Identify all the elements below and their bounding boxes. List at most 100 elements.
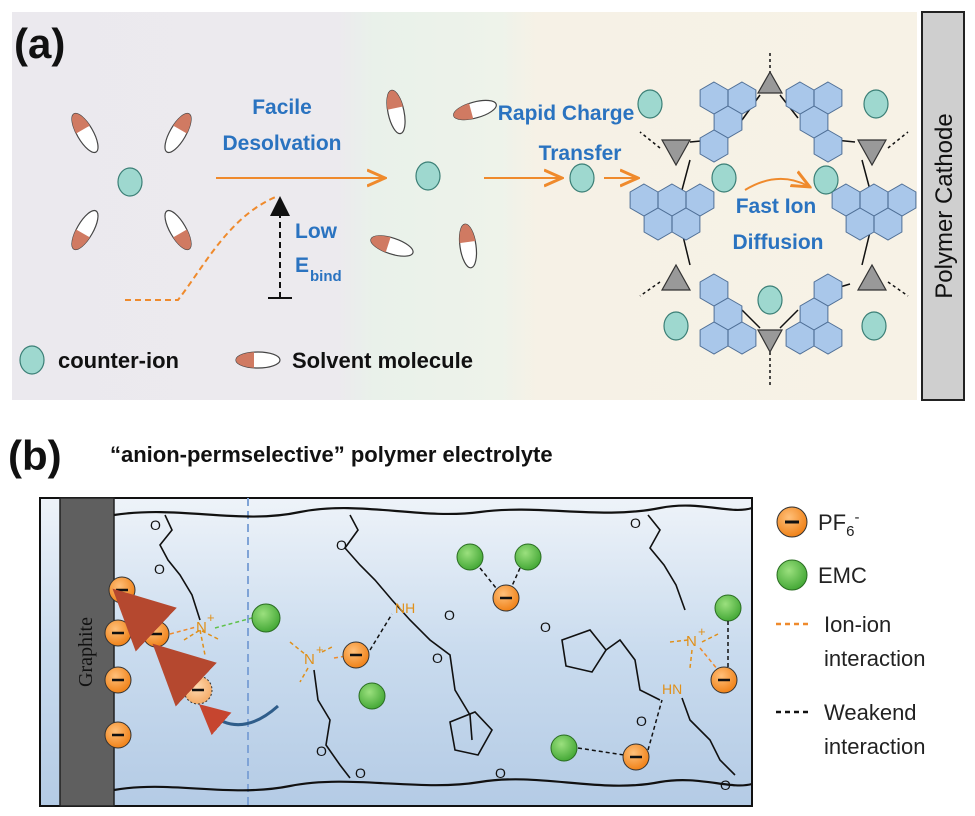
pf6-anion xyxy=(142,620,170,648)
graphite-electrode xyxy=(59,497,115,807)
oxygen-label: O xyxy=(316,743,327,759)
legend-weak-2: interaction xyxy=(824,734,926,759)
side-chain-urethane: O NH O O O xyxy=(336,514,506,781)
oxygen-label: O xyxy=(720,777,731,793)
label-facile: Facile xyxy=(252,96,312,119)
side-chain-middle-left: N + O O xyxy=(289,641,366,781)
nitrogen-label: N xyxy=(686,633,697,650)
oxygen-label: O xyxy=(636,713,647,729)
nitrogen-label: N xyxy=(304,651,315,668)
triangle-node xyxy=(660,263,692,291)
exchange-arrow xyxy=(198,704,279,736)
oxygen-label: O xyxy=(154,561,165,577)
emc-molecule xyxy=(550,734,578,762)
weak-interaction xyxy=(369,613,393,651)
polymer-backbone-bottom xyxy=(113,778,753,792)
emc-molecule xyxy=(251,603,281,633)
legend-ion-ion-1: Ion-ion xyxy=(824,612,891,637)
legend-solvent-swatch xyxy=(235,351,281,369)
emc-molecule xyxy=(456,543,484,571)
oxygen-label: O xyxy=(150,517,161,533)
pf6-anion xyxy=(492,584,520,612)
charge-label: + xyxy=(207,610,215,625)
hn-label: HN xyxy=(662,681,682,697)
panel-b: (b) “anion-permselective” polymer electr… xyxy=(8,432,926,807)
counter-ion xyxy=(117,167,143,197)
counter-ion xyxy=(663,311,689,341)
label-rapid-charge: Rapid Charge xyxy=(498,102,635,125)
oxygen-label: O xyxy=(495,765,506,781)
legend-b: PF6- EMC Ion-ion interaction Weakend int… xyxy=(776,506,926,759)
label-transfer: Transfer xyxy=(539,142,622,165)
counter-ion xyxy=(757,285,783,315)
legend-emc: EMC xyxy=(818,563,867,588)
weak-interaction xyxy=(214,617,253,629)
nh-label: NH xyxy=(395,600,415,616)
label-e: E xyxy=(295,254,309,277)
cyclic-carbonate: O O HN O xyxy=(540,619,736,793)
oxygen-label: O xyxy=(630,515,641,531)
label-bind: bind xyxy=(310,268,342,285)
pf6-anion xyxy=(104,619,132,647)
pf6-anion xyxy=(342,641,370,669)
side-chain-right: O N + xyxy=(630,514,719,669)
legend-counter-ion-swatch xyxy=(19,345,45,375)
counter-ion xyxy=(569,163,595,193)
charge-label: + xyxy=(698,624,706,639)
migration-arrow xyxy=(152,643,217,707)
counter-ion xyxy=(863,89,889,119)
emc-molecule xyxy=(714,594,742,622)
emc-molecule xyxy=(358,682,386,710)
label-fast-ion: Fast Ion xyxy=(736,195,817,218)
polymer-backbone-top xyxy=(113,504,753,518)
panel-a-label: (a) xyxy=(14,20,65,67)
oxygen-label: O xyxy=(355,765,366,781)
panel-a: (a) Low E bind Facile Desolvation xyxy=(12,11,965,401)
pf6-anion xyxy=(622,743,650,771)
oxygen-label: O xyxy=(444,607,455,623)
cathode-label: Polymer Cathode xyxy=(931,113,958,298)
legend-ion-ion-2: interaction xyxy=(824,646,926,671)
triangle-node xyxy=(856,139,888,167)
legend-pf6-swatch xyxy=(776,506,808,538)
legend-pf6: PF6- xyxy=(818,509,859,540)
counter-ion xyxy=(711,163,737,193)
pf6-anion xyxy=(104,721,132,749)
oxygen-label: O xyxy=(336,537,347,553)
counter-ion xyxy=(861,311,887,341)
pf6-anion xyxy=(108,576,136,604)
triangle-node xyxy=(756,329,784,354)
label-low: Low xyxy=(295,220,338,243)
counter-ion xyxy=(813,165,839,195)
label-diffusion: Diffusion xyxy=(733,231,824,254)
triangle-node xyxy=(660,139,692,167)
oxygen-label: O xyxy=(432,650,443,666)
legend-weak-1: Weakend xyxy=(824,700,917,725)
legend-emc-swatch xyxy=(776,559,808,591)
triangle-node xyxy=(856,263,888,291)
emc-molecule xyxy=(514,543,542,571)
oxygen-label: O xyxy=(540,619,551,635)
panel-b-label: (b) xyxy=(8,432,62,479)
pf6-anion xyxy=(710,666,738,694)
panel-b-title: “anion-permselective” polymer electrolyt… xyxy=(110,442,553,467)
legend-counter-ion: counter-ion xyxy=(58,348,179,373)
cof-framework xyxy=(629,50,917,385)
ion-ion-interaction xyxy=(169,626,197,635)
polymer-cathode xyxy=(921,11,965,401)
graphite-label: Graphite xyxy=(75,617,97,687)
energy-curve xyxy=(125,195,279,301)
legend-solvent: Solvent molecule xyxy=(292,348,473,373)
pf6-anion-ghost xyxy=(183,675,213,705)
migration-arrow xyxy=(112,588,177,652)
charge-label: + xyxy=(316,642,324,657)
label-desolvation: Desolvation xyxy=(222,132,341,155)
triangle-node xyxy=(756,70,784,94)
counter-ion xyxy=(415,161,441,191)
counter-ion xyxy=(637,89,663,119)
diffusion-arrow xyxy=(744,179,808,191)
nitrogen-label: N xyxy=(196,619,207,636)
legend-a: counter-ion Solvent molecule xyxy=(19,345,473,375)
pf6-anion xyxy=(104,666,132,694)
